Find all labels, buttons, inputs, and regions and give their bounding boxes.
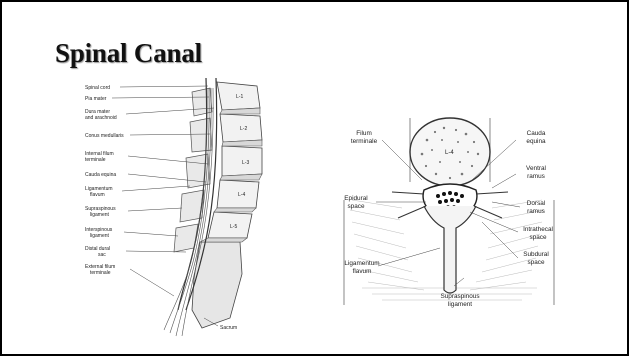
label-spinal-cord: Spinal cord — [85, 85, 110, 91]
sagittal-spine-figure: Spinal cord Pia mater Dura mater and ara… — [82, 78, 282, 343]
vertebral-body-label: L-4 — [445, 150, 454, 156]
label-cauda-equina: Cauda equina — [85, 172, 116, 178]
label-external-filum-terminale: terminale — [90, 270, 111, 276]
label-subdural-space: space — [527, 259, 544, 266]
label-sacrum: Sacrum — [220, 325, 237, 331]
sagittal-spine-drawing: Spinal cord Pia mater Dura mater and ara… — [82, 78, 282, 343]
label-subdural: Subdural — [523, 251, 549, 258]
lamina-spinous-process — [424, 206, 476, 293]
label-pia-mater: Pia mater — [85, 96, 107, 102]
label-supraspinous-ligament-axial: ligament — [448, 301, 472, 308]
label-filum-terminale: terminale — [351, 138, 378, 145]
label-dorsal-ramus: ramus — [527, 208, 545, 215]
label-cauda: Cauda — [527, 130, 546, 137]
label-conus-medullaris: Conus medullaris — [85, 133, 124, 139]
label-ligamentum-axial: Ligamentum — [344, 260, 379, 267]
vertebra-label-l5: L-5 — [230, 224, 237, 230]
label-supraspinous-axial: Supraspinous — [440, 293, 479, 300]
axial-section-figure: L-4 — [332, 110, 567, 315]
label-ligamentum-flavum-axial: flavum — [353, 268, 372, 275]
label-interspinous-ligament: ligament — [90, 233, 110, 239]
label-intrathecal-space: space — [529, 234, 546, 241]
vertebra-label-l3: L-3 — [242, 160, 249, 166]
vertebra-label-l1: L-1 — [236, 94, 243, 100]
label-dorsal: Dorsal — [527, 200, 545, 207]
vertebra-label-l4: L-4 — [238, 192, 245, 198]
label-and-arachnoid: and arachnoid — [85, 115, 117, 121]
label-ventral-ramus: ramus — [527, 173, 545, 180]
label-epidural-space: space — [347, 203, 364, 210]
label-supraspinous-ligament: ligament — [90, 212, 110, 218]
label-epidural: Epidural — [344, 195, 367, 202]
label-distal-dural-sac: sac — [98, 252, 106, 258]
label-ligamentum-flavum: flavum — [90, 192, 105, 198]
vertebra-label-l2: L-2 — [240, 126, 247, 132]
label-intrathecal: Intrathecal — [523, 226, 553, 233]
label-internal-filum-terminale: terminale — [85, 157, 106, 163]
label-filum: Filum — [356, 130, 372, 137]
label-cauda-equina-axial: equina — [526, 138, 546, 145]
axial-section-drawing: L-4 — [332, 110, 567, 315]
label-ventral: Ventral — [526, 165, 546, 172]
slide-title: Spinal Canal — [55, 38, 202, 69]
